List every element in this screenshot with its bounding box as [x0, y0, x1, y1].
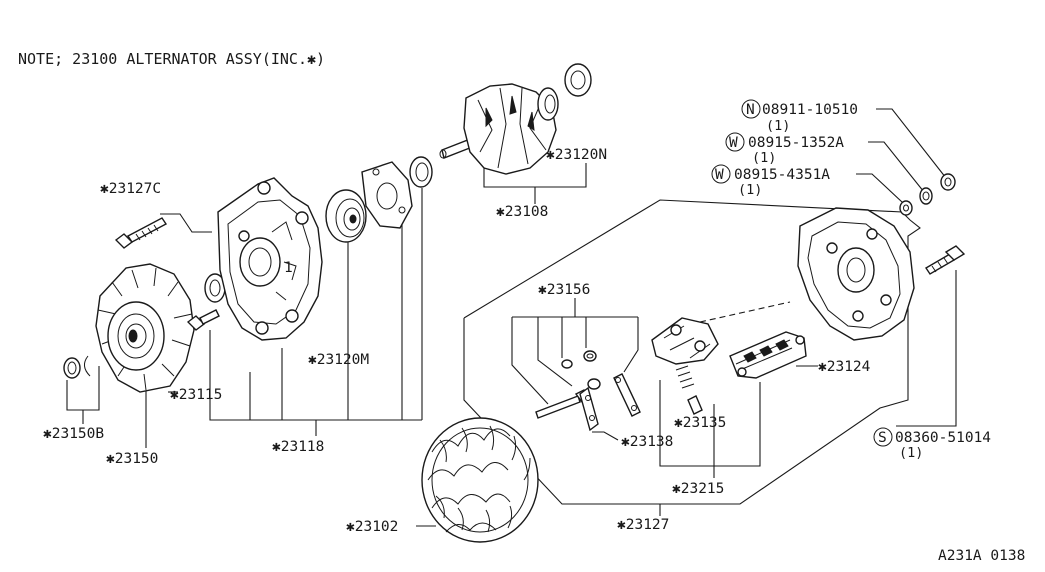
leader-23156-a — [511, 317, 549, 405]
fastener-prefix: S — [878, 430, 887, 446]
callout-23102: ✱23102 — [346, 519, 398, 535]
figure-code: A231A 0138 — [938, 548, 1025, 564]
prefix-circle — [725, 132, 745, 152]
bearing-icon — [325, 189, 367, 243]
callout-23215: ✱23215 — [672, 481, 724, 497]
callout-23156: ✱23156 — [538, 282, 590, 298]
part-number: 08911-10510 — [762, 102, 858, 118]
small-bolt-icon — [186, 309, 220, 331]
prefix-circle — [741, 99, 761, 119]
callout-23115: ✱23115 — [170, 387, 222, 403]
fan-pulley-icon — [95, 263, 195, 393]
part-quantity: (1) — [766, 118, 790, 134]
leader-lines — [66, 108, 957, 527]
callout-23127C: ✱23127C — [100, 181, 161, 197]
prefix-circle — [873, 427, 893, 447]
callout-23108: ✱23108 — [496, 204, 548, 220]
terminal-hardware-icon — [535, 350, 641, 432]
fastener-prefix: N — [746, 102, 755, 118]
callout-23135: ✱23135 — [674, 415, 726, 431]
fastener-N-08911-10510: N 08911-10510 (1) — [741, 99, 858, 134]
fastener-S-08360-51014: S 08360-51014 (1) — [873, 427, 991, 461]
fastener-W-08915-4351A: W 08915-4351A (1) — [711, 164, 830, 198]
leader-08911 — [876, 108, 947, 179]
part-quantity: (1) — [899, 445, 923, 461]
rear-housing-icon — [797, 207, 915, 341]
callout-23150: ✱23150 — [106, 451, 158, 467]
part-number: 08915-4351A — [734, 167, 830, 183]
assembly-note: NOTE; 23100 ALTERNATOR ASSY(INC.✱) — [18, 50, 325, 68]
leader-08360 — [896, 270, 957, 427]
fastener-W-08915-1352A: W 08915-1352A (1) — [725, 132, 844, 166]
nut-washer-set-icon — [899, 173, 956, 216]
bracket-23118 — [209, 330, 422, 421]
part-quantity: (1) — [752, 150, 776, 166]
callout-23120M: ✱23120M — [308, 352, 369, 368]
callout-23124: ✱23124 — [818, 359, 871, 375]
seal-ring-icon — [204, 273, 226, 303]
prefix-circle — [711, 164, 731, 184]
leader-08915-1352A — [868, 141, 925, 193]
regulator-icon — [651, 317, 719, 365]
bracket-23215 — [659, 380, 761, 467]
leader-23127C — [160, 213, 212, 233]
part-number: 08915-1352A — [748, 135, 844, 151]
bolt-icon — [114, 217, 168, 249]
part-number: 08360-51014 — [895, 430, 991, 446]
part-quantity: (1) — [738, 182, 762, 198]
leader-23156-b — [537, 317, 573, 387]
callout-23150B: ✱23150B — [43, 426, 104, 442]
rectifier-icon — [729, 331, 807, 379]
housing-mark: 1 — [284, 260, 293, 276]
pulley-nut-icon — [63, 355, 91, 379]
callout-23118: ✱23118 — [272, 439, 324, 455]
fastener-prefix: W — [729, 135, 738, 151]
rotor-assembly-icon — [439, 83, 559, 175]
brush-spring-icon — [675, 365, 703, 415]
leader-23156-e — [623, 317, 639, 373]
spacer-ring-icon — [409, 156, 433, 188]
fastener-prefix: W — [715, 167, 724, 183]
callout-23138: ✱23138 — [621, 434, 673, 450]
callout-23127: ✱23127 — [617, 517, 669, 533]
retainer-plate-icon — [361, 161, 413, 229]
callout-23120N: ✱23120N — [546, 147, 607, 163]
front-housing-icon: 1 — [217, 177, 323, 341]
leader-23138 — [592, 431, 619, 441]
through-bolt-icon — [925, 245, 966, 275]
dashed-axis — [699, 301, 791, 323]
rear-bearing-icon — [564, 63, 592, 97]
leader-08915-4351A — [856, 173, 903, 203]
stator-icon — [421, 417, 539, 543]
